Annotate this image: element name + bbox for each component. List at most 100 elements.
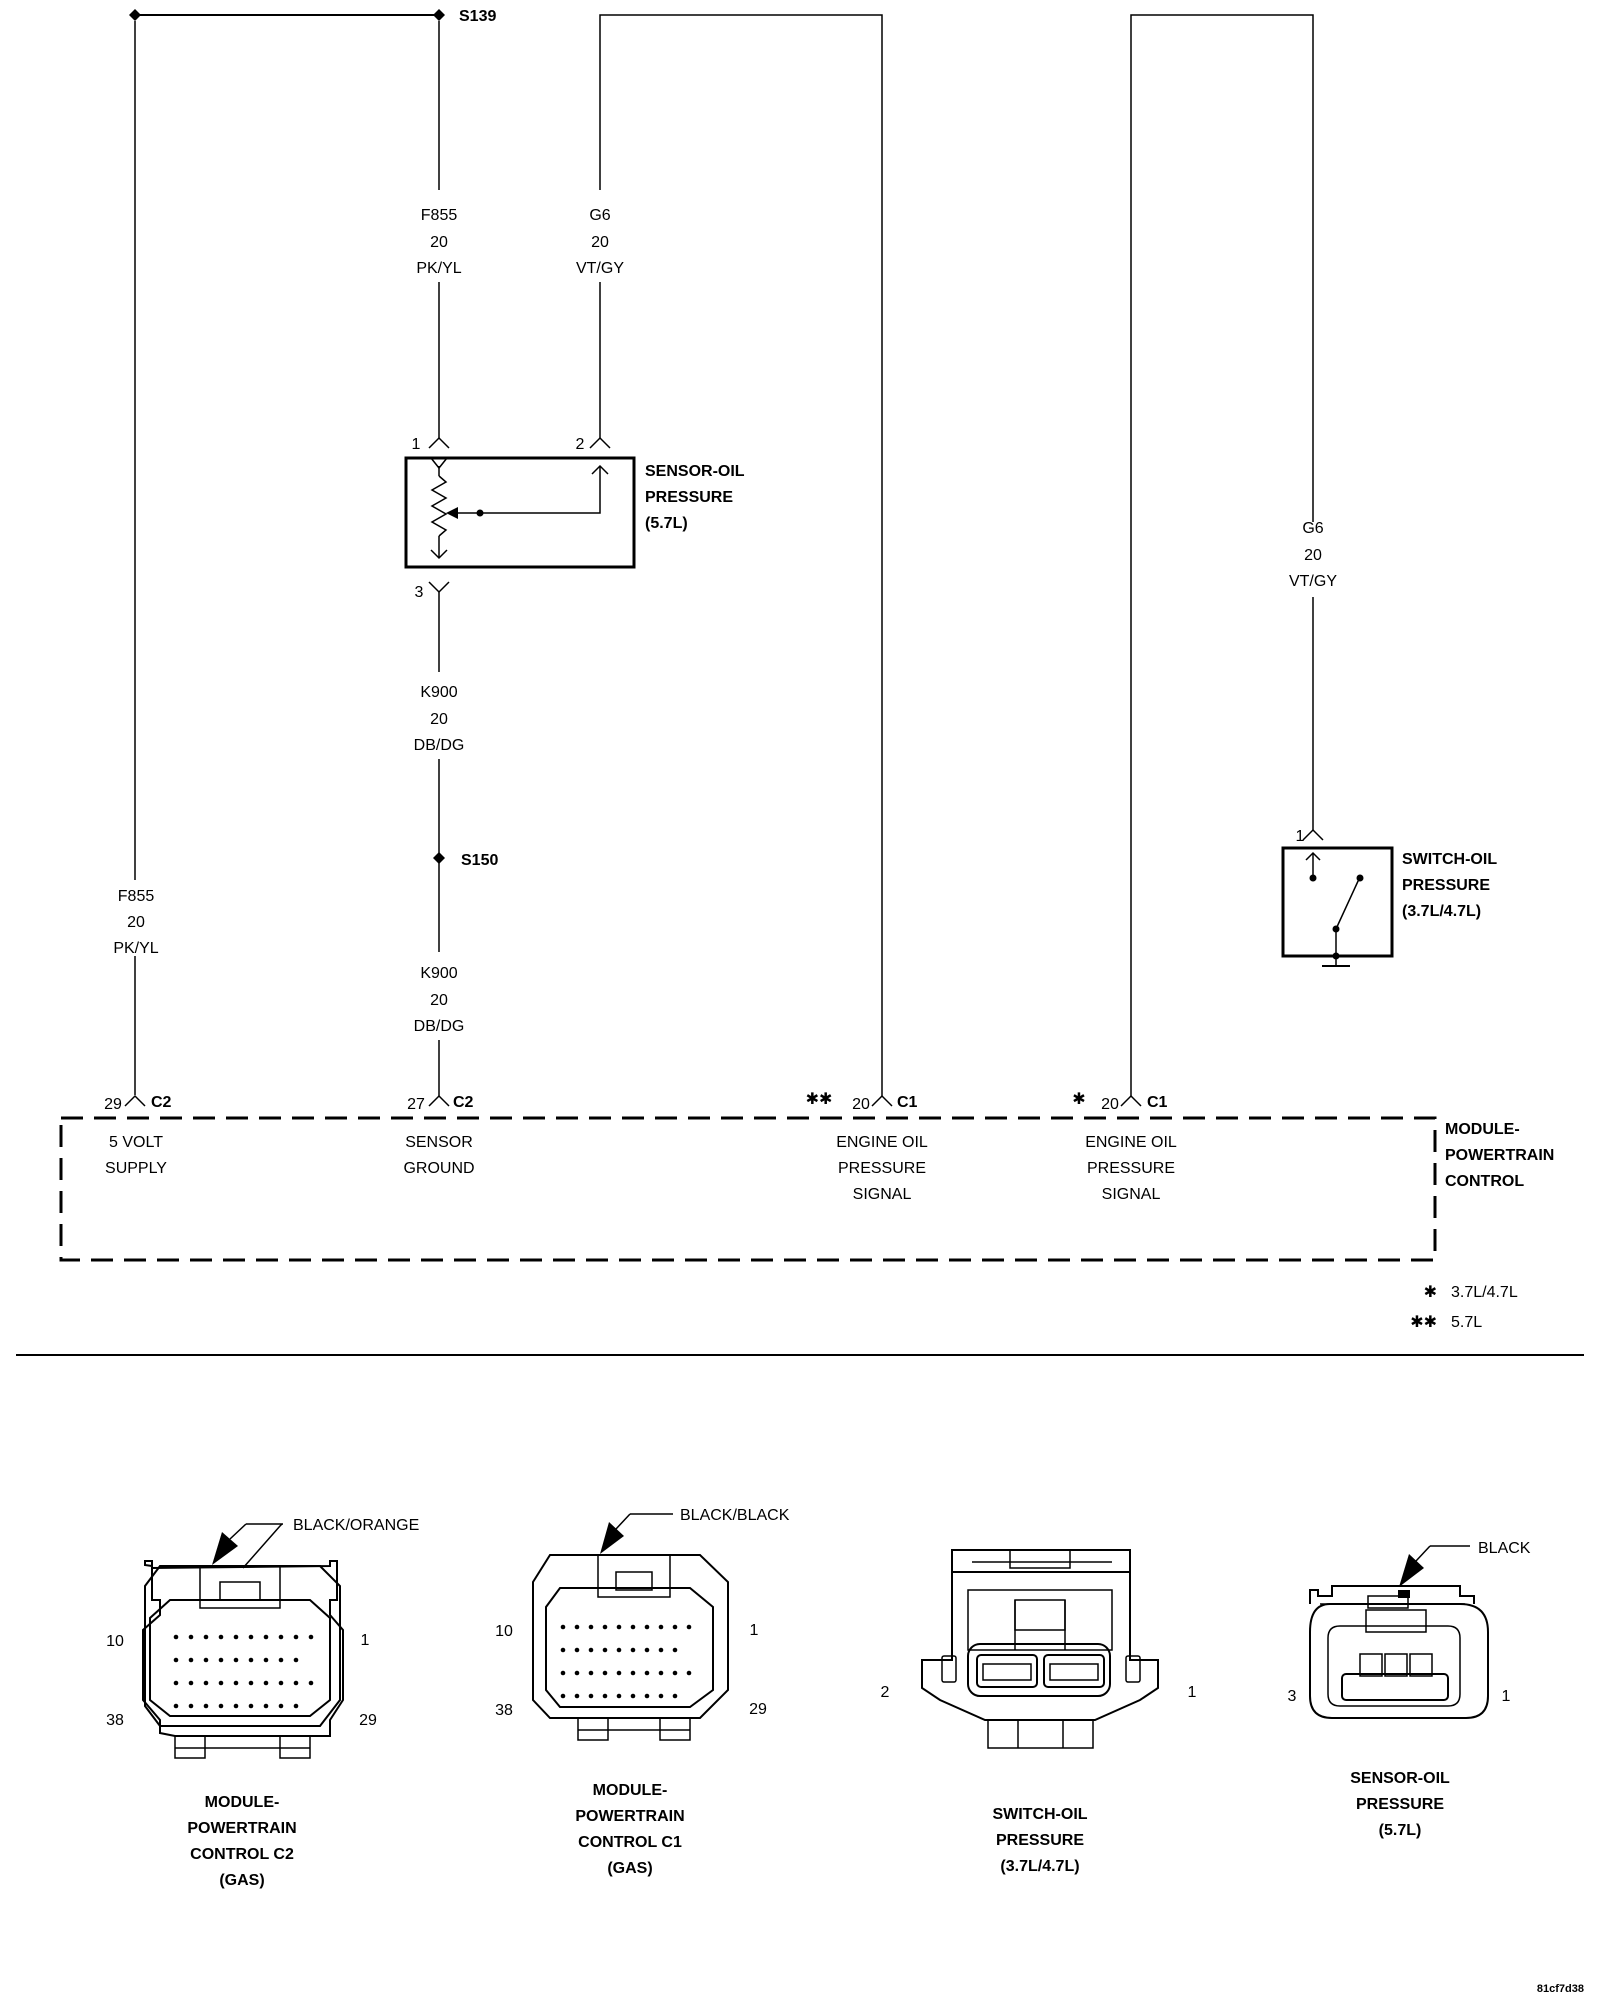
wire-color-g6-top: VT/GY: [576, 260, 624, 277]
sensor-pin3-chevron: [428, 581, 450, 594]
svg-text:PK/YL: PK/YL: [113, 940, 158, 957]
pcm-name-line1: MODULE-: [1445, 1121, 1520, 1138]
connector-pcm-c2-pin-bl: 38: [106, 1712, 124, 1729]
pcm-pin-20-b-func-line2: PRESSURE: [1087, 1160, 1175, 1177]
switch-oil-pressure-box: [1281, 846, 1394, 958]
legend-mark-1: ✱: [1424, 1284, 1437, 1301]
splice-dot-s139: [433, 9, 445, 21]
wire-color-k900-lower: DB/DG: [414, 1018, 465, 1035]
wire-gauge-g6-right: 20: [1304, 547, 1322, 564]
connector-pcm-c2-name-3: CONTROL C2: [190, 1846, 294, 1863]
pressure-switch-icon: [1305, 851, 1364, 967]
wire-color-g6-right: VT/GY: [1289, 573, 1337, 590]
pcm-pin-20-c1-a-chevron: [871, 1094, 893, 1107]
pcm-name-line3: CONTROL: [1445, 1173, 1524, 1190]
connector-sensor-name-1: SENSOR-OIL: [1350, 1770, 1450, 1787]
pcm-pin-20-a-func-line1: ENGINE OIL: [836, 1134, 928, 1151]
connector-pcm-c1-name-4: (GAS): [607, 1860, 652, 1877]
sensor-pin1-chevron: [428, 436, 450, 449]
splice-dot-left: [129, 9, 141, 21]
connector-pcm-c2-name-2: POWERTRAIN: [187, 1820, 296, 1837]
wire-color-f855-top: PK/YL: [416, 260, 461, 277]
connector-pcm-c2-pin-tl: 10: [106, 1633, 124, 1650]
sensor-oil-pressure-box: [404, 456, 636, 569]
image-code: 81cf7d38: [1537, 1983, 1584, 1995]
pcm-pin-27-func-line1: SENSOR: [405, 1134, 473, 1151]
switch-name-line2: PRESSURE: [1402, 877, 1490, 894]
connector-sensor-keyway-arrow: [1399, 1554, 1424, 1587]
pcm-pin-27-chevron: [428, 1094, 450, 1107]
connector-pcm-c2-color: BLACK/ORANGE: [293, 1517, 419, 1534]
connector-switch-pin-left: 2: [881, 1684, 890, 1701]
connector-sensor-color: BLACK: [1478, 1540, 1531, 1557]
sensor-pin2-label: 2: [576, 436, 585, 453]
connector-pcm-c2-name-4: (GAS): [219, 1872, 264, 1889]
splice-dot-s150: [433, 852, 445, 864]
connector-sensor-pin-left: 3: [1288, 1688, 1297, 1705]
wire-gauge-k900-lower: 20: [430, 992, 448, 1009]
connector-pcm-c2-name-1: MODULE-: [205, 1794, 280, 1811]
sensor-pin3-label: 3: [415, 584, 424, 601]
pcm-pin-20-c1-b-chevron: [1120, 1094, 1142, 1107]
pcm-pin-20-c1-b-number: 20: [1101, 1096, 1119, 1113]
legend-text-2: 5.7L: [1451, 1314, 1482, 1331]
wire-g6-loop-5-7: [599, 14, 883, 1096]
pcm-pin-20-c1-a-connector: C1: [897, 1094, 918, 1111]
connector-switch-oil-pressure: [921, 1549, 1159, 1749]
connector-pcm-c1-name-3: CONTROL C1: [578, 1834, 682, 1851]
legend-text-1: 3.7L/4.7L: [1451, 1284, 1518, 1301]
connector-sensor-pin-right: 1: [1502, 1688, 1511, 1705]
sensor-name-line3: (5.7L): [645, 515, 688, 532]
connector-switch-name-2: PRESSURE: [996, 1832, 1084, 1849]
pcm-pin-20-a-func-line3: SIGNAL: [853, 1186, 912, 1203]
connector-switch-name-3: (3.7L/4.7L): [1000, 1858, 1079, 1875]
pcm-pin-27-number: 27: [407, 1096, 425, 1113]
connector-pcm-c1-color: BLACK/BLACK: [680, 1507, 790, 1524]
connector-pcm-c1-pin-tr: 1: [750, 1622, 759, 1639]
wire-circuit-k900-upper: K900: [420, 684, 457, 701]
legend-mark-2: ✱✱: [1410, 1314, 1437, 1331]
wire-circuit-k900-lower: K900: [420, 965, 457, 982]
connector-pcm-c2: [142, 1523, 344, 1759]
connector-pcm-c2-pin-tr: 1: [361, 1632, 370, 1649]
pcm-pin-20-c1-a-number: 20: [852, 1096, 870, 1113]
pcm-pin-27-func-line2: GROUND: [403, 1160, 474, 1177]
wire-color-k900-upper: DB/DG: [414, 737, 465, 754]
pcm-pin-20-a-func-line2: PRESSURE: [838, 1160, 926, 1177]
sensor-name-line2: PRESSURE: [645, 489, 733, 506]
connector-switch-pin-right: 1: [1188, 1684, 1197, 1701]
pcm-pin-29-func-line1: 5 VOLT: [109, 1134, 163, 1151]
connector-pcm-c1-pin-br: 29: [749, 1701, 767, 1718]
wire-gauge-f855-top: 20: [430, 234, 448, 251]
pcm-pin-20-b-func-line3: SIGNAL: [1102, 1186, 1161, 1203]
pcm-pin-20-b-func-line1: ENGINE OIL: [1085, 1134, 1177, 1151]
sensor-pin2-chevron: [589, 436, 611, 449]
splice-label-s150: S150: [461, 852, 498, 869]
connector-sensor-oil-pressure: [1309, 1585, 1489, 1719]
sensor-name-line1: SENSOR-OIL: [645, 463, 745, 480]
connector-sensor-name-2: PRESSURE: [1356, 1796, 1444, 1813]
pcm-module-box: [59, 1116, 1437, 1262]
svg-text:20: 20: [127, 914, 145, 931]
connector-pcm-c1-pin-tl: 10: [495, 1623, 513, 1640]
switch-name-line3: (3.7L/4.7L): [1402, 903, 1481, 920]
wire-gauge-g6-top: 20: [591, 234, 609, 251]
switch-pin1-chevron: [1302, 828, 1324, 841]
pcm-pin-20-c1-b-connector: C1: [1147, 1094, 1168, 1111]
pcm-pin-29-number: 29: [104, 1096, 122, 1113]
switch-pin1-label: 1: [1296, 828, 1305, 845]
wire-label-f855-left: F855 20 PK/YL: [105, 880, 165, 957]
pcm-pin-20-c1-b-mark: ✱: [1072, 1091, 1085, 1108]
pcm-pin-20-c1-a-mark: ✱✱: [806, 1091, 833, 1108]
splice-label-s139: S139: [459, 8, 496, 25]
sensor-pin1-label: 1: [412, 436, 421, 453]
connector-pcm-c2-pin-br: 29: [359, 1712, 377, 1729]
pcm-pin-27-connector: C2: [453, 1094, 474, 1111]
wire-g6-loop-3-7-4-7: [1130, 14, 1314, 1096]
connector-pcm-c1-name-1: MODULE-: [593, 1782, 668, 1799]
connector-pcm-c1-pin-bl: 38: [495, 1702, 513, 1719]
connector-sensor-name-3: (5.7L): [1379, 1822, 1422, 1839]
svg-text:F855: F855: [118, 888, 155, 905]
pcm-pin-29-chevron: [124, 1094, 146, 1107]
